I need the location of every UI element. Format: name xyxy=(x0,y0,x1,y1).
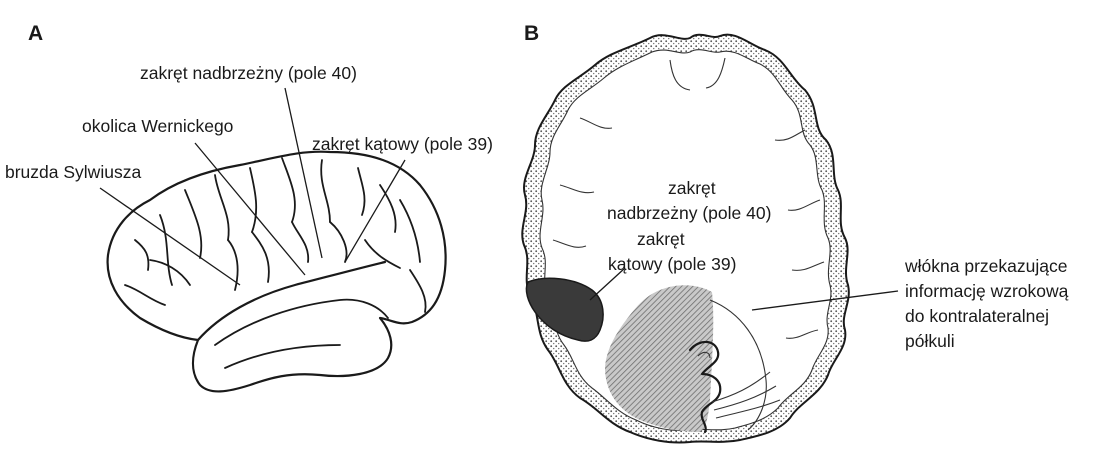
leader-angular xyxy=(345,160,405,262)
label-supramarginal-b-2: nadbrzeżny (pole 40) xyxy=(607,203,771,223)
label-angular-b-2: kątowy (pole 39) xyxy=(608,254,736,274)
label-angular-b-1: zakręt xyxy=(637,229,685,249)
panel-b-letter: B xyxy=(524,22,539,45)
label-fibers-2: informację wzrokową xyxy=(905,281,1069,301)
label-angular-gyrus: zakręt kątowy (pole 39) xyxy=(312,134,493,154)
lateral-brain-outline xyxy=(108,152,446,392)
label-supramarginal-b-1: zakręt xyxy=(668,178,716,198)
panel-a: A xyxy=(5,22,493,391)
label-supramarginal-gyrus: zakręt nadbrzeżny (pole 40) xyxy=(140,63,357,83)
leader-supramarginal xyxy=(285,88,322,258)
leader-sylvian xyxy=(100,188,240,285)
panel-b: B xyxy=(522,22,1068,443)
label-fibers-1: włókna przekazujące xyxy=(904,256,1067,276)
label-fibers-4: półkuli xyxy=(905,331,955,351)
label-sylvian-fissure: bruzda Sylwiusza xyxy=(5,162,141,182)
label-wernicke-area: okolica Wernickego xyxy=(82,116,233,136)
panel-a-letter: A xyxy=(28,22,43,45)
label-fibers-3: do kontralateralnej xyxy=(905,306,1049,326)
